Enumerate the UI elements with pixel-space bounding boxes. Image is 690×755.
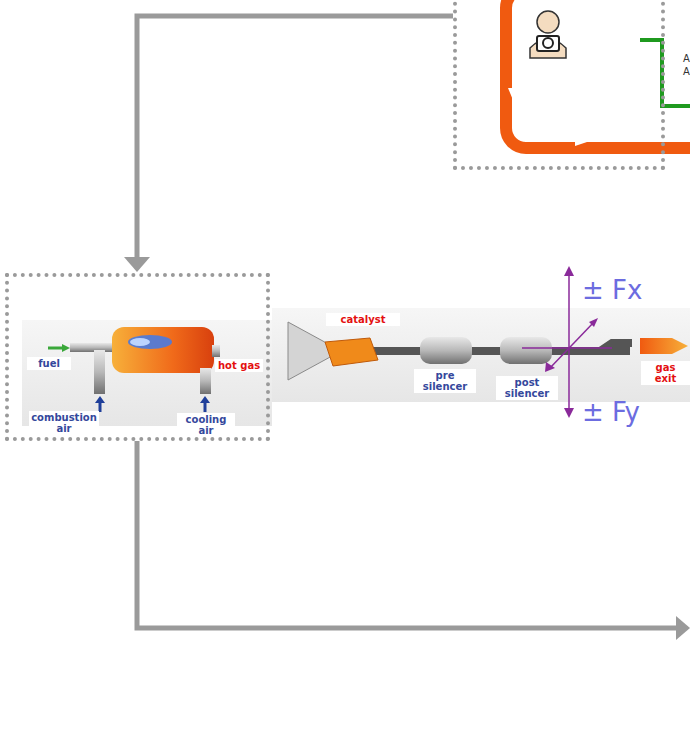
part-label: A (683, 53, 690, 64)
force-label: ± Fx (582, 276, 642, 305)
force-label: ± Fy (582, 398, 640, 427)
part-label: post silencer (496, 376, 558, 400)
part-label: hot gas (215, 359, 263, 372)
part-label: cooling air (177, 413, 235, 437)
dashed-group-box: fuel combustion air cooling air hot gas (5, 273, 270, 441)
flow-arrow (124, 16, 453, 272)
part-label: A (683, 66, 690, 77)
part-label: pre silencer (414, 369, 476, 393)
part-label: combustion air (29, 411, 99, 435)
part-label: fuel (27, 357, 71, 370)
dashed-group-box: AA (453, 0, 665, 170)
part-label: gas exit (641, 361, 690, 385)
part-label: catalyst (326, 313, 400, 326)
